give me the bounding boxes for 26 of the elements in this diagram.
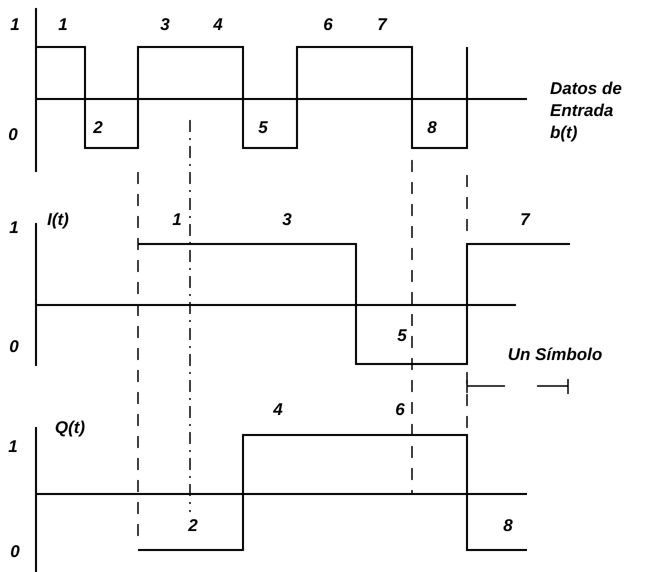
bit-number: 2 [188,515,198,537]
bit-number: 3 [282,209,292,231]
bit-number: 3 [160,14,170,36]
bit-number: 1 [172,209,182,231]
signal-label: Q(t) [54,417,86,439]
bit-number: 7 [377,14,387,36]
bit-number: 2 [93,117,103,139]
dimension-label: Un Símbolo [508,344,602,366]
bit-number: 8 [427,117,437,139]
bit-number: 6 [323,14,333,36]
bit-number: 6 [395,399,405,421]
axis-level-label: 1 [8,436,18,458]
axis-level-label: 0 [8,124,18,146]
axis-level-label: 1 [10,14,20,36]
signal-label: I(t) [47,209,69,231]
bit-number: 1 [58,14,68,36]
bit-number: 4 [213,14,223,36]
bit-number: 5 [258,117,268,139]
bit-number: 7 [520,209,530,231]
axis-level-label: 0 [10,541,20,563]
bit-number: 8 [503,515,513,537]
signal-label: Datos de Entrada b(t) [550,78,623,144]
axis-level-label: 1 [9,217,19,239]
bit-number: 5 [397,325,407,347]
axis-level-label: 0 [9,336,19,358]
bit-number: 4 [273,399,283,421]
